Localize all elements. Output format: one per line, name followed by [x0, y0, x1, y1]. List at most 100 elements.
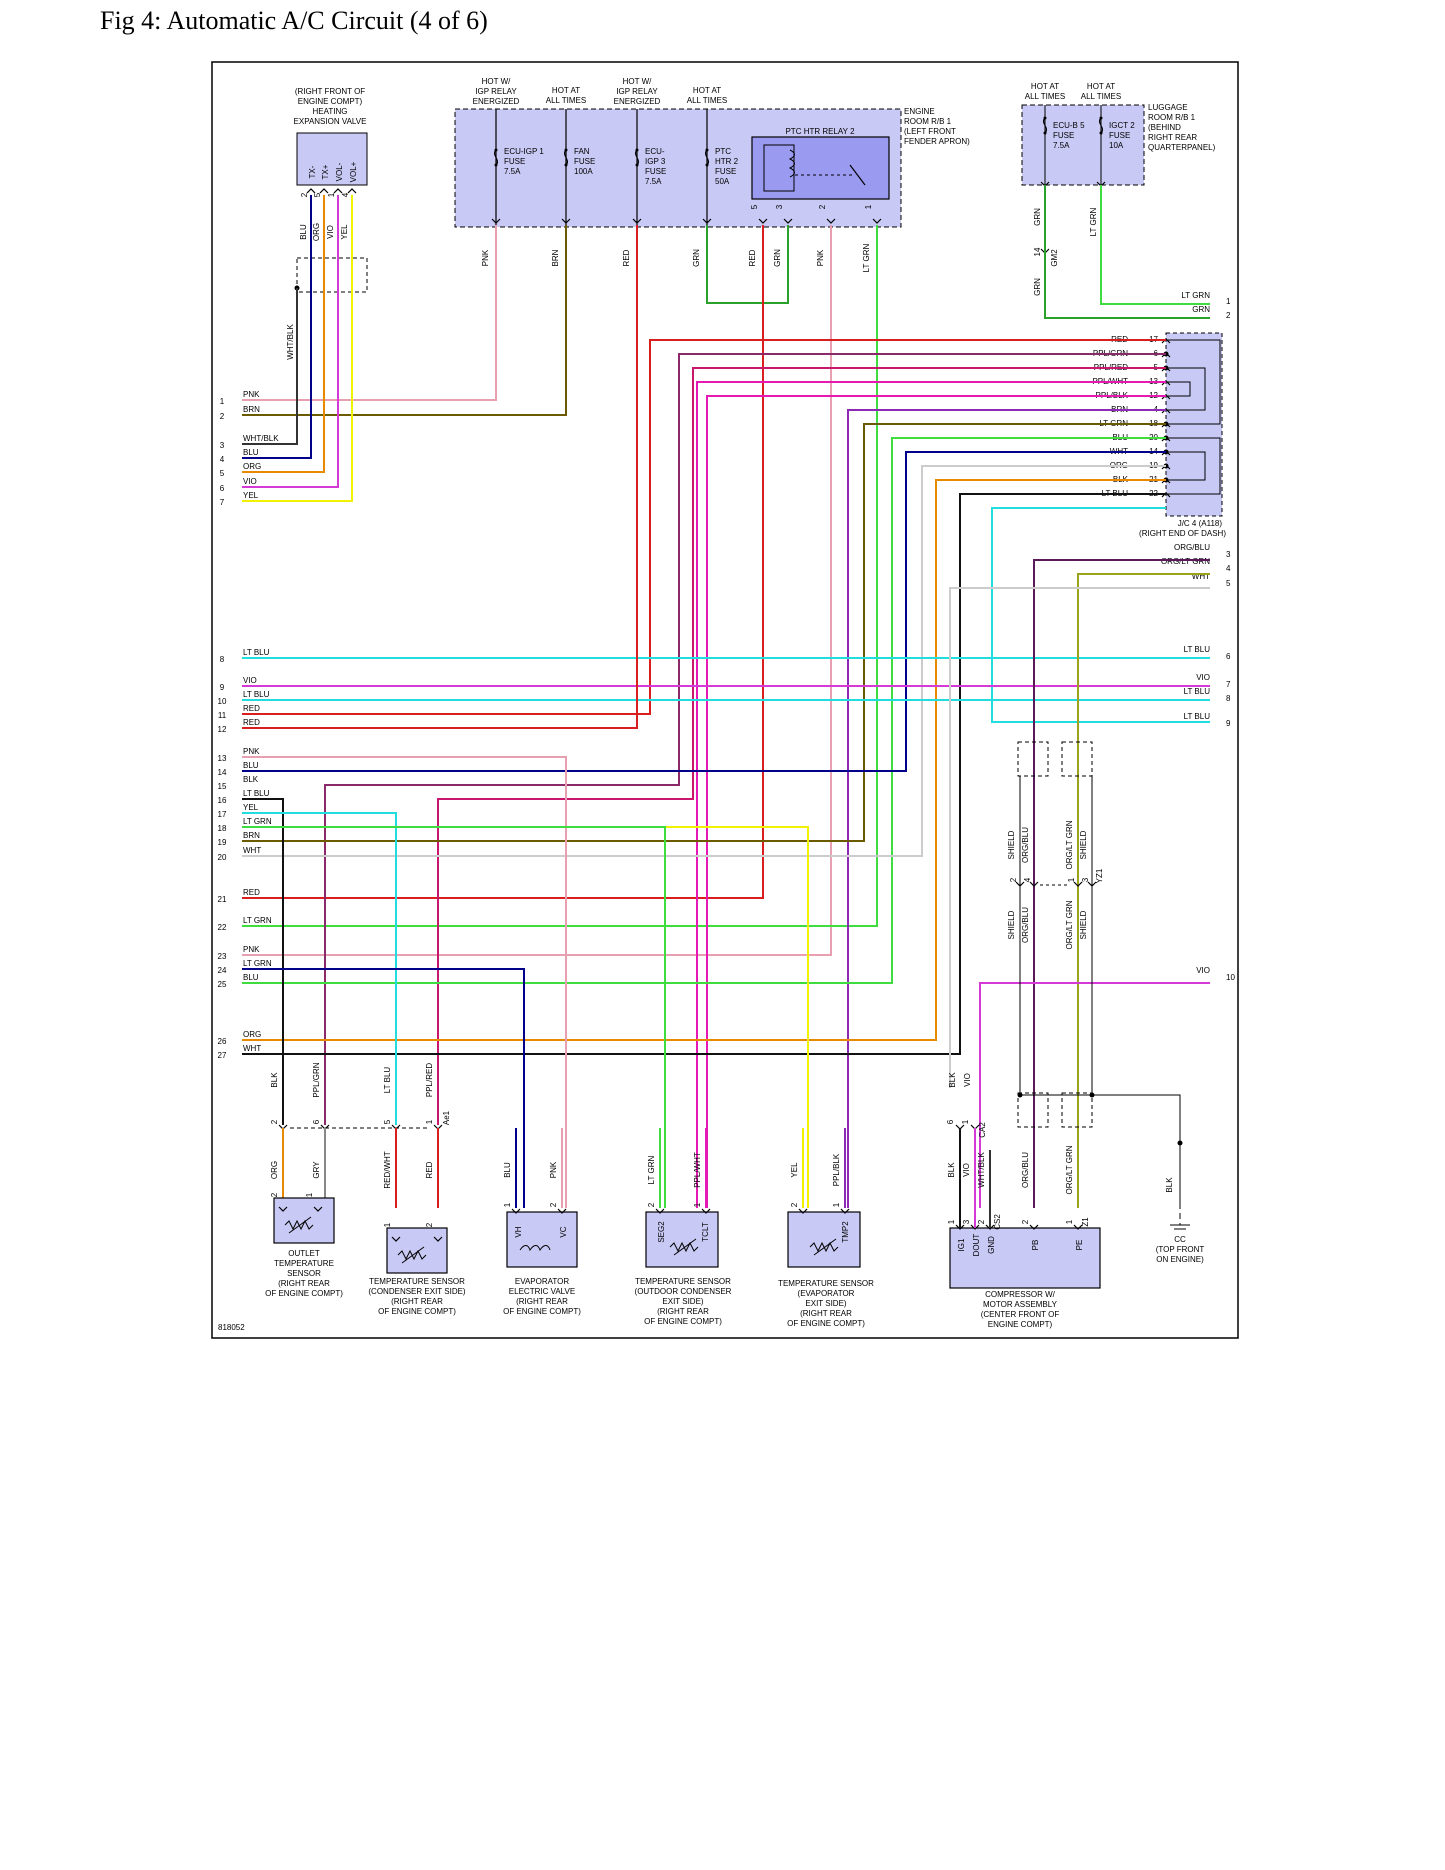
shield-dashed — [1017, 741, 1049, 777]
wire-pnk — [242, 225, 497, 401]
thermistor-zigzag — [397, 1249, 427, 1261]
wire-lt-grn — [242, 437, 1166, 984]
wire-vio — [242, 195, 339, 488]
wire-label: BLU — [243, 761, 259, 770]
connector-number: 27 — [218, 1051, 227, 1060]
wire-org — [242, 479, 1166, 1041]
wire-label: ORG/LT GRN — [1065, 1145, 1074, 1194]
wire-lt-blu — [242, 812, 397, 1125]
wire-label: RED — [243, 888, 260, 897]
wire-label: GRY — [312, 1161, 321, 1179]
jc4-bus — [1166, 381, 1191, 397]
connector-chevron — [798, 1208, 808, 1214]
connector-chevron — [955, 1224, 965, 1230]
wire-wht — [242, 465, 1166, 857]
expansion-valve-label: HEATING — [313, 107, 348, 116]
compressor-label: ENGINE COMPT) — [988, 1320, 1053, 1329]
wire-brn — [242, 225, 567, 416]
ground-location: ON ENGINE) — [1156, 1255, 1204, 1264]
wire-org-lt-grn — [1077, 573, 1210, 1208]
wire-label: PPL/BLK — [832, 1153, 841, 1186]
wire-pnk — [242, 225, 832, 956]
ground-location: (TOP FRONT — [1156, 1245, 1205, 1254]
condenser-sensor-label: (CONDENSER EXIT SIDE) — [368, 1287, 466, 1296]
wire-ppl-wht — [706, 395, 1166, 1208]
evaporator-sensor-label: TEMPERATURE SENSOR — [778, 1279, 874, 1288]
pin-tag: VH — [514, 1226, 523, 1237]
pin-number: 4 — [341, 192, 350, 197]
wire-label: GRN — [1192, 305, 1210, 314]
relay-coil — [788, 149, 795, 178]
thermistor-symbol — [669, 1238, 699, 1256]
hot-label: HOT AT — [693, 86, 721, 95]
wire-label: GRN — [1033, 208, 1042, 226]
connector-number: 5 — [1226, 579, 1231, 588]
wire-label: YEL — [790, 1162, 799, 1178]
wire-lt-grn — [242, 225, 878, 927]
pin-number: 1 — [864, 204, 873, 209]
connector-number: 7 — [1226, 680, 1231, 689]
wire-label: RED — [425, 1161, 434, 1178]
shield-dashed — [1061, 1092, 1093, 1128]
luggage-rb-label: RIGHT REAR — [1148, 133, 1197, 142]
wire-label: BLU — [299, 224, 308, 240]
luggage-rb-label: QUARTERPANEL) — [1148, 143, 1216, 152]
pin-tag: IG1 — [957, 1238, 966, 1251]
wire-label: ORG/BLU — [1021, 1152, 1030, 1188]
pin-number: 3 — [775, 204, 784, 209]
wire-red — [242, 225, 638, 729]
outdoor-sensor-label: (OUTDOOR CONDENSER — [635, 1287, 732, 1296]
luggage-rb-label: LUGGAGE — [1148, 103, 1188, 112]
wire-label: LT BLU — [243, 690, 270, 699]
connector-number: 1 — [220, 397, 225, 406]
connector-chevron — [433, 1236, 443, 1242]
connector-number: 17 — [218, 810, 227, 819]
wire-label: SHIELD — [1079, 830, 1088, 859]
connector-chevron — [391, 1236, 401, 1242]
connector-chevron — [557, 1208, 567, 1214]
wire-label: LT BLU — [383, 1067, 392, 1094]
ptc-relay-body — [751, 136, 890, 200]
hot-label: ALL TIMES — [1081, 92, 1121, 101]
pin-number: 6 — [946, 1119, 955, 1124]
pin-number: 1 — [1065, 1219, 1074, 1224]
wire-label: LT GRN — [647, 1155, 656, 1184]
figure-id: 818052 — [218, 1323, 245, 1332]
wire-blk — [242, 798, 284, 1125]
expansion-valve-label: ENGINE COMPT) — [298, 97, 363, 106]
connector-number: 10 — [1226, 973, 1235, 982]
wire-label: ORG/LT GRN — [1065, 900, 1074, 949]
pin-tag: GND — [987, 1236, 996, 1254]
wire-ppl-blk — [847, 409, 1166, 1208]
wire-red — [242, 339, 1166, 715]
thermistor-symbol — [284, 1216, 314, 1234]
wire-label: RED/WHT — [383, 1151, 392, 1188]
hot-label: HOT W/ — [482, 77, 512, 86]
connector-chevron — [511, 1208, 521, 1214]
pin-number: 2 — [1009, 877, 1018, 882]
wire-label: LT GRN — [862, 243, 871, 272]
thermistor-zigzag — [809, 1241, 839, 1253]
hot-label: HOT W/ — [623, 77, 653, 86]
connector-name: CS2 — [993, 1214, 1002, 1230]
pin-tag: TCLT — [701, 1222, 710, 1242]
wire-label: VIO — [243, 477, 257, 486]
wire-label: PNK — [816, 249, 825, 266]
connector-number: 2 — [220, 412, 225, 421]
pin-number: 3 — [1081, 877, 1090, 882]
wire-brn — [242, 423, 1166, 842]
hot-label: ALL TIMES — [1025, 92, 1065, 101]
wire-wht — [949, 587, 1210, 1088]
wire-label: RED — [243, 718, 260, 727]
wire-label: PPL/WHT — [693, 1152, 702, 1188]
wire-label: VIO — [963, 1073, 972, 1087]
wire-label: YEL — [243, 491, 259, 500]
wire-label: BLK — [270, 1072, 279, 1088]
connector-chevron — [985, 1224, 995, 1230]
wire-label: BRN — [243, 405, 260, 414]
wire-ppl-wht — [696, 381, 1166, 1208]
pin-number: 2 — [790, 1202, 799, 1207]
connector-number: 26 — [218, 1037, 227, 1046]
wire-yel — [242, 195, 353, 502]
